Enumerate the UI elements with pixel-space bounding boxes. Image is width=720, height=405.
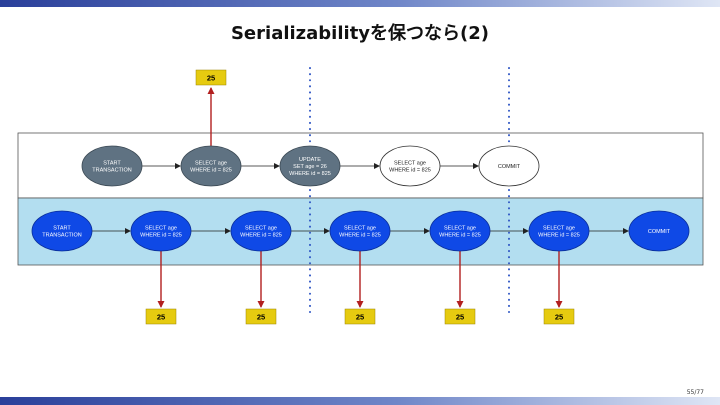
transaction-b-node-6-label-line: SELECT age — [543, 226, 575, 232]
transaction-b-node-5-shape — [429, 210, 491, 252]
transaction-b-read-value-5: 25 — [543, 308, 575, 325]
transaction-b-read-value-1: 25 — [145, 308, 177, 325]
transaction-b-read-value-3: 25 — [344, 308, 376, 325]
transaction-b-read-value-4-box — [444, 308, 476, 325]
transaction-b-node-3-label-line: SELECT age — [245, 226, 277, 232]
transaction-a-node-5-label-line: COMMIT — [498, 164, 521, 170]
transaction-b-read-value-3-text: 25 — [356, 313, 364, 322]
top-accent-bar — [0, 0, 720, 7]
transaction-a-node-3-shape — [279, 145, 341, 187]
transaction-a-node-2-label-line: SELECT age — [195, 161, 227, 167]
transaction-b-node-7-label-line: COMMIT — [648, 229, 671, 235]
transaction-b-node-6-shape — [528, 210, 590, 252]
transaction-a-node-5: COMMIT — [478, 145, 540, 187]
transaction-b-read-value-2-text: 25 — [257, 313, 265, 322]
transaction-b-read-value-5-text: 25 — [555, 313, 563, 322]
transaction-b-node-4-label-line: SELECT age — [344, 226, 376, 232]
transaction-b-read-value-1-box — [145, 308, 177, 325]
transaction-b-node-7-shape — [628, 210, 690, 252]
transaction-a-node-1-shape — [81, 145, 143, 187]
transaction-a-read-value-text: 25 — [207, 74, 215, 83]
bottom-accent-bar — [0, 397, 720, 405]
transaction-b-read-value-4: 25 — [444, 308, 476, 325]
transaction-b-node-1-shape — [31, 210, 93, 252]
transaction-a-read-value-box — [195, 69, 227, 86]
transaction-b-node-2-label-line: SELECT age — [145, 226, 177, 232]
transaction-b-node-1-label-line: TRANSACTION — [42, 233, 81, 239]
transaction-a-node-2-label-line: WHERE id = 825 — [190, 168, 232, 174]
transaction-a-node-4-label-line: WHERE id = 825 — [389, 168, 431, 174]
transaction-a-node-1-label-line: TRANSACTION — [92, 168, 131, 174]
transaction-b-node-1-label-line: START — [53, 226, 71, 232]
slide-title: Serializabilityを保つなら(2) — [230, 23, 490, 44]
transaction-b-read-value-1-text: 25 — [157, 313, 165, 322]
transaction-a-node-3-label-line: SET age = 26 — [293, 164, 327, 170]
transaction-b-node-3-label-line: WHERE id = 825 — [240, 233, 282, 239]
transaction-b-read-value-4-text: 25 — [456, 313, 464, 322]
page-number: 55/77 — [686, 389, 704, 396]
transaction-b-read-value-3-box — [344, 308, 376, 325]
transaction-a-node-4-shape — [379, 145, 441, 187]
transaction-a-read-value: 25 — [195, 69, 227, 86]
transaction-b-read-value-2: 25 — [245, 308, 277, 325]
transaction-b-node-4-shape — [329, 210, 391, 252]
transaction-b-read-value-2-box — [245, 308, 277, 325]
transaction-a-node-3-label-line: WHERE id = 825 — [289, 171, 331, 177]
transaction-a-node-1-label-line: START — [103, 161, 121, 167]
transaction-b-node-4-label-line: WHERE id = 825 — [339, 233, 381, 239]
transaction-b-node-2-shape — [130, 210, 192, 252]
transaction-a-node-3-label-line: UPDATE — [299, 157, 321, 163]
transaction-a-node-4-label-line: SELECT age — [394, 161, 426, 167]
transaction-a-node-2-shape — [180, 145, 242, 187]
transaction-b-node-5-label-line: SELECT age — [444, 226, 476, 232]
transaction-b-node-2-label-line: WHERE id = 825 — [140, 233, 182, 239]
transaction-b-node-3-shape — [230, 210, 292, 252]
transaction-b-node-7: COMMIT — [628, 210, 690, 252]
transaction-b-node-6-label-line: WHERE id = 825 — [538, 233, 580, 239]
transaction-b-node-5-label-line: WHERE id = 825 — [439, 233, 481, 239]
transaction-a-node-5-shape — [478, 145, 540, 187]
transaction-b-read-value-5-box — [543, 308, 575, 325]
